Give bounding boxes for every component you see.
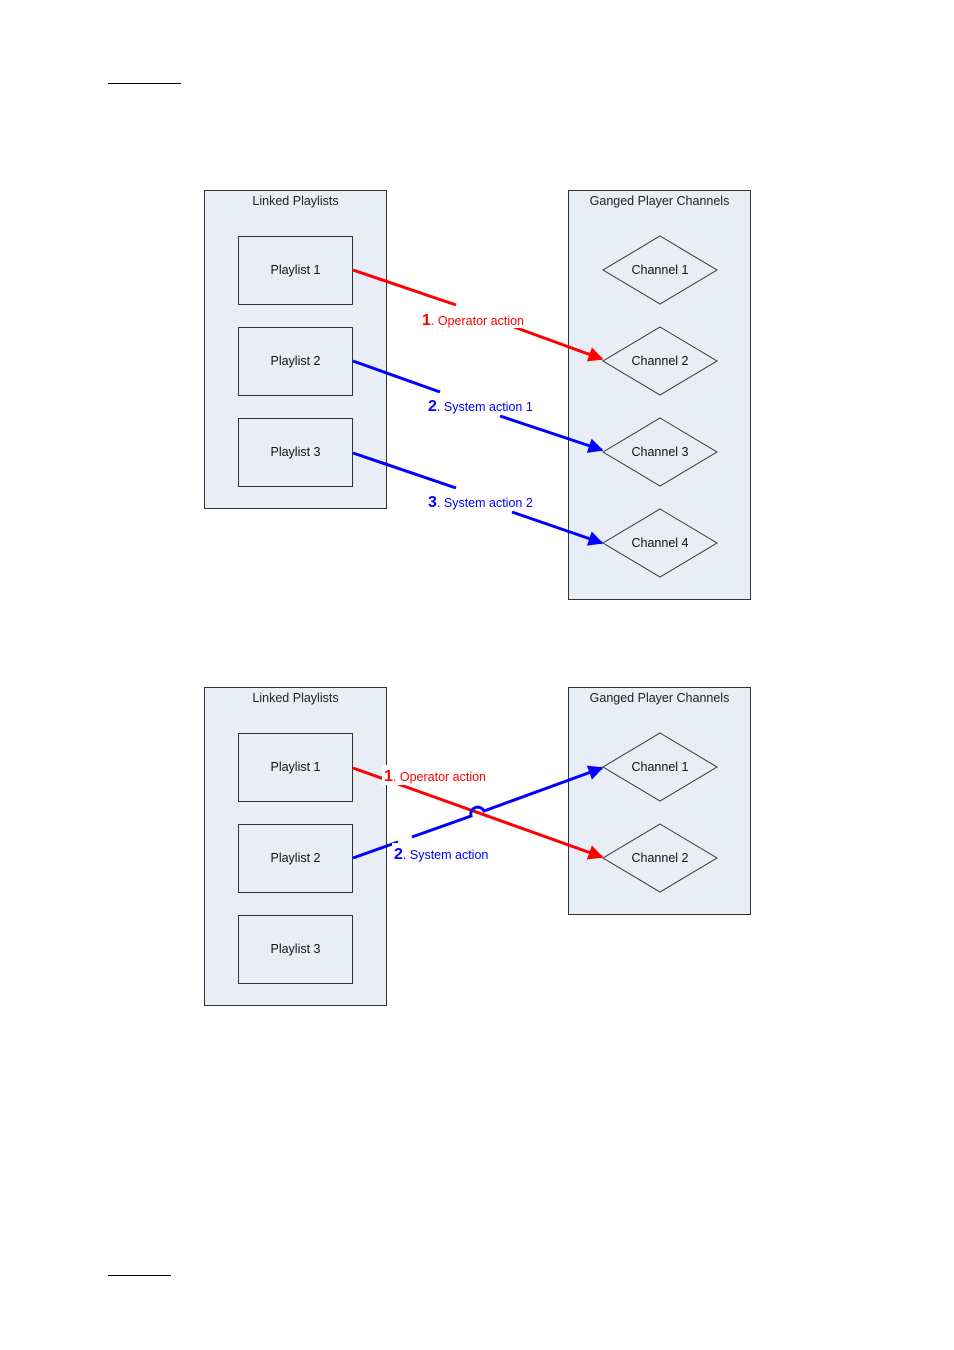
svg-text:2. System action 1: 2. System action 1 xyxy=(428,398,533,415)
ganged-channels-title: Ganged Player Channels xyxy=(590,194,730,208)
step-text: . System action xyxy=(403,848,488,862)
playlist-node: Playlist 2 xyxy=(239,825,353,893)
step-number: 1 xyxy=(384,768,393,785)
system-action-label: 2. System action xyxy=(392,843,496,863)
svg-text:3. System action 2: 3. System action 2 xyxy=(428,494,533,511)
playlist-node: Playlist 2 xyxy=(239,328,353,396)
step-text: . System action 2 xyxy=(437,496,533,510)
playlist-node: Playlist 3 xyxy=(239,419,353,487)
channel-label: Channel 3 xyxy=(632,445,689,459)
operator-action-label: 1. Operator action xyxy=(420,308,534,329)
step-text: . Operator action xyxy=(431,314,524,328)
step-text: . System action 1 xyxy=(437,400,533,414)
playlist-label: Playlist 1 xyxy=(270,760,320,774)
linked-playlists-title: Linked Playlists xyxy=(252,194,338,208)
diagram-2: Linked Playlists Ganged Player Channels … xyxy=(205,688,751,1006)
operator-action-label: 1. Operator action xyxy=(382,765,494,785)
step-number: 2 xyxy=(428,398,437,415)
step-number: 3 xyxy=(428,494,437,511)
channel-label: Channel 1 xyxy=(632,760,689,774)
channel-label: Channel 2 xyxy=(632,354,689,368)
playlist-label: Playlist 2 xyxy=(270,354,320,368)
playlist-node: Playlist 1 xyxy=(239,237,353,305)
svg-text:2. System action: 2. System action xyxy=(394,846,488,863)
svg-text:1. Operator action: 1. Operator action xyxy=(422,312,524,329)
playlist-label: Playlist 2 xyxy=(270,851,320,865)
channel-label: Channel 1 xyxy=(632,263,689,277)
diagram-1: Linked Playlists Ganged Player Channels … xyxy=(205,191,751,600)
step-text: . Operator action xyxy=(393,770,486,784)
channel-label: Channel 2 xyxy=(632,851,689,865)
playlist-label: Playlist 1 xyxy=(270,263,320,277)
channel-label: Channel 4 xyxy=(632,536,689,550)
step-number: 1 xyxy=(422,312,431,329)
ganged-channels-title: Ganged Player Channels xyxy=(590,691,730,705)
playlist-node: Playlist 1 xyxy=(239,734,353,802)
system-action-label: 3. System action 2 xyxy=(426,491,542,511)
playlist-node: Playlist 3 xyxy=(239,916,353,984)
step-number: 2 xyxy=(394,846,403,863)
svg-text:1. Operator action: 1. Operator action xyxy=(384,768,486,785)
playlist-label: Playlist 3 xyxy=(270,445,320,459)
linked-playlists-title: Linked Playlists xyxy=(252,691,338,705)
system-action-label: 2. System action 1 xyxy=(426,395,542,415)
playlist-label: Playlist 3 xyxy=(270,942,320,956)
